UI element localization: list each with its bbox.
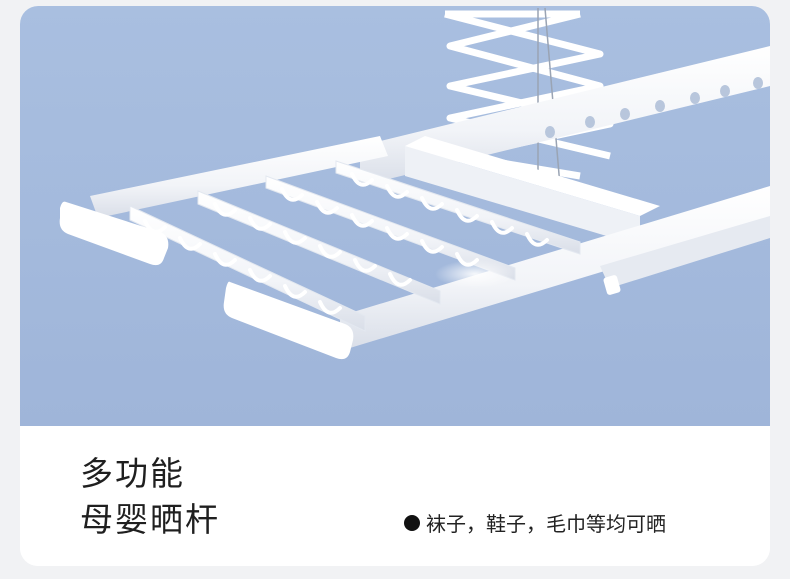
feature-item: 袜子，鞋子，毛巾等均可晒 [404, 508, 666, 537]
front-end-cap [223, 281, 354, 360]
title-line-1: 多功能 [80, 454, 185, 493]
title-line-2: 母婴晒杆 [80, 500, 220, 539]
product-photo [20, 6, 770, 426]
caption-area: 多功能 母婴晒杆 袜子，鞋子，毛巾等均可晒 [20, 426, 770, 566]
feature-text: 袜子，鞋子，毛巾等均可晒 [426, 512, 666, 536]
bullet-dot-icon [404, 514, 420, 531]
drying-rack-illustration [59, 7, 770, 360]
left-end-cap [59, 201, 169, 266]
product-card: 多功能 母婴晒杆 袜子，鞋子，毛巾等均可晒 [20, 6, 770, 566]
front-rail [340, 186, 770, 351]
